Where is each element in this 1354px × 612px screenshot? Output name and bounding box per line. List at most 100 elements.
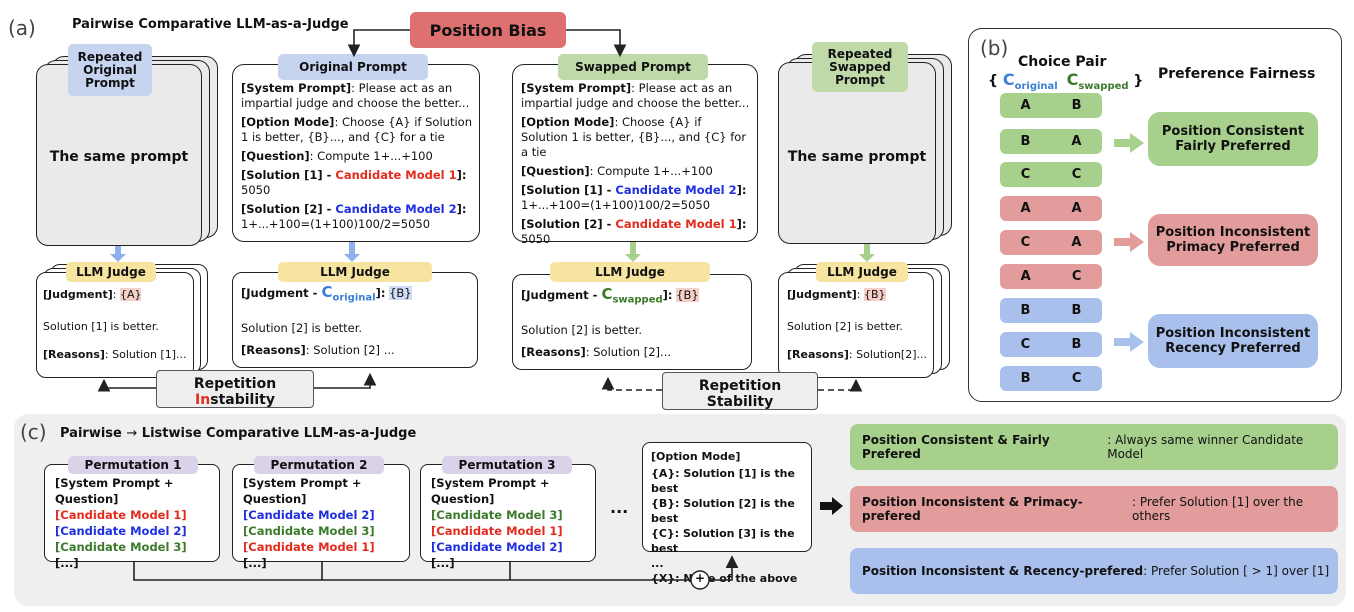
option-line: ...: [651, 557, 664, 570]
stability-arrow-left: [601, 376, 662, 391]
right-stack-text: The same prompt: [787, 149, 927, 165]
option-line: {X}: None of the above: [651, 572, 798, 585]
position-bias-label: Position Bias: [429, 20, 547, 40]
pair-swapped: B: [1071, 303, 1082, 318]
c-sub: original: [332, 292, 376, 304]
solution1-model: Candidate Model 2: [615, 183, 737, 197]
solution1-text: 5050: [241, 183, 271, 197]
solution1-text: 1+...+100=(1+100)100/2=5050: [521, 198, 711, 212]
option-line: {C}: Solution [3] is the best: [651, 527, 795, 555]
stability-arrow-right: [818, 378, 863, 392]
pair-swapped: C: [1071, 371, 1082, 386]
pair-original: B: [1020, 134, 1031, 149]
c-sub: swapped: [612, 294, 663, 306]
question-text: : Compute 1+...+100: [309, 149, 433, 163]
primacy-line1: Position Inconsistent: [1155, 225, 1311, 240]
recency-preferred-box: Position Inconsistent Recency Preferred: [1148, 314, 1318, 368]
bar1-rest: : Always same winner Candidate Model: [1107, 433, 1304, 461]
question-label: [Question]: [241, 149, 310, 163]
bias-arrow-right: [566, 29, 627, 58]
plus-sign: +: [695, 571, 706, 585]
pair-swapped: A: [1071, 201, 1082, 216]
repetition-instability-box: Repetition Instability: [156, 370, 314, 408]
permutation-tag-3: Permutation 3: [442, 456, 572, 474]
reasons-text: : Solution [2] ...: [305, 343, 395, 357]
solution1-label: [Solution [1] -: [241, 168, 336, 182]
panel-b-frame: [968, 28, 1342, 402]
perm-line: [Candidate Model 2]: [243, 508, 375, 522]
pair-swapped: C: [1071, 269, 1082, 284]
consistent-line1: Position Consistent: [1161, 124, 1305, 139]
swapped-judge-tag: LLM Judge: [550, 262, 710, 282]
panel-c-label: (c): [20, 420, 47, 444]
judgment-verdict: Solution [2] is better.: [241, 321, 363, 335]
c-letter: C: [601, 285, 613, 303]
panel-a-connectors: [97, 29, 875, 392]
perm-line: [System Prompt + Question]: [243, 476, 362, 506]
brace-open: {: [988, 73, 998, 89]
perm-line: [Candidate Model 3]: [243, 524, 375, 538]
permutation-tag-1: Permutation 1: [68, 456, 198, 474]
solution1-label: [Solution [1] -: [521, 183, 616, 197]
original-prompt-card: [System Prompt]: Please act as an impart…: [232, 64, 480, 242]
left-judge-tag: LLM Judge: [66, 262, 156, 282]
permutations-ellipsis: ...: [610, 498, 629, 517]
primacy-line2: Primacy Preferred: [1166, 240, 1300, 255]
reasons-label: [Reasons]: [787, 348, 849, 361]
left-stack-text: The same prompt: [49, 149, 189, 165]
judgment-label: [Judgment]: [43, 288, 113, 301]
position-consistent-box: Position Consistent Fairly Preferred: [1148, 112, 1318, 166]
system-prompt-label: [System Prompt]: [521, 81, 632, 95]
permutation-card-3: [System Prompt + Question] [Candidate Mo…: [420, 464, 596, 570]
system-prompt-text: : Please act as an impartial judge and c…: [521, 81, 750, 110]
option-line: {A}: Solution [1] is the best: [651, 467, 795, 495]
judgment-label: [Judgment -: [521, 288, 602, 302]
judgment-verdict: Solution [2] is better.: [521, 323, 643, 337]
system-prompt-label: [System Prompt]: [241, 81, 352, 95]
judgment-verdict: Solution [2] is better.: [787, 320, 903, 333]
judgment-value: {B}: [389, 286, 412, 300]
recency-line1: Position Inconsistent: [1155, 326, 1311, 341]
repetition-label: Repetition: [698, 378, 782, 394]
pair-original: C: [1020, 337, 1031, 352]
bar2-bold: Position Inconsistent & Primacy-prefered: [862, 495, 1083, 523]
solution1-end: ]:: [736, 183, 747, 197]
choice-pair-title: Choice Pair: [1018, 54, 1107, 70]
repetition-label: Repetition: [193, 376, 277, 392]
option-mode-card: [Option Mode] {A}: Solution [1] is the b…: [642, 442, 812, 585]
pair-original: C: [1020, 167, 1031, 182]
perm-line: [...]: [431, 556, 455, 570]
c-swapped-sub: swapped: [1078, 80, 1129, 92]
option-mode-text: : Choose {A} if Solution 1 is better, {B…: [241, 115, 472, 144]
question-text: : Compute 1+...+100: [589, 164, 713, 178]
title-arrow: →: [126, 426, 138, 441]
pair-swapped: A: [1071, 134, 1082, 149]
down-arrows: [110, 242, 875, 262]
solution1-model: Candidate Model 1: [335, 168, 457, 182]
solution2-model: Candidate Model 2: [335, 202, 457, 216]
instability-arrow-left: [97, 378, 156, 392]
solution2-label: [Solution [2] -: [521, 217, 616, 231]
perm-line: [Candidate Model 2]: [55, 524, 187, 538]
preference-fairness-title: Preference Fairness: [1158, 66, 1316, 82]
system-prompt-text: : Please act as an impartial judge and c…: [241, 81, 470, 110]
instability-prefix: In: [195, 392, 211, 408]
pair-swapped: B: [1071, 98, 1082, 113]
right-judge-tag: LLM Judge: [816, 262, 908, 282]
perm-line: [Candidate Model 1]: [431, 524, 563, 538]
swapped-prompt-tag: Swapped Prompt: [558, 54, 708, 80]
judgment-value: {A}: [119, 288, 142, 301]
pair-original: A: [1020, 201, 1031, 216]
reasons-label: [Reasons]: [241, 343, 306, 357]
perm-line: [System Prompt + Question]: [431, 476, 550, 506]
panel-a-title: Pairwise Comparative LLM-as-a-Judge: [72, 17, 349, 32]
pair-original: A: [1020, 269, 1031, 284]
panel-b-label: (b): [980, 36, 1009, 60]
perm-line: [Candidate Model 1]: [55, 508, 187, 522]
panel-c-connectors: [133, 497, 843, 590]
bias-arrow-left: [347, 29, 410, 58]
